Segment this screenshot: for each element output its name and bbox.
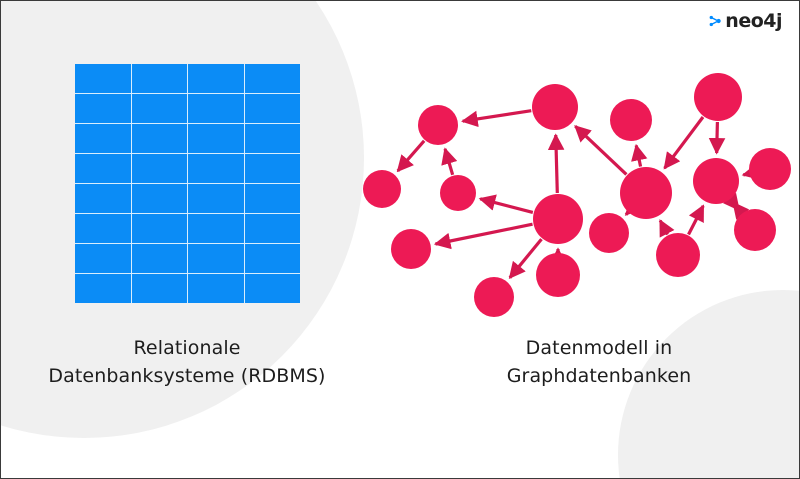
table-cell: [131, 184, 187, 213]
table-cell: [188, 184, 244, 213]
graph-node: [532, 84, 578, 130]
caption-relational: Relationale Datenbanksysteme (RDBMS): [1, 334, 373, 390]
neo4j-connected-dots-icon: [709, 15, 722, 27]
table-cell: [131, 124, 187, 153]
neo4j-wordmark: neo4j: [725, 9, 782, 32]
table-cell: [75, 184, 131, 213]
table-cell: [188, 274, 244, 303]
table-cell: [131, 244, 187, 273]
graph-edge: [741, 163, 760, 180]
graph-node: [533, 194, 583, 244]
caption-graph-line1: Datenmodell in: [525, 337, 673, 359]
table-cell: [244, 94, 300, 123]
graph-edge: [433, 222, 533, 250]
table-cell: [244, 154, 300, 183]
graph-edge: [687, 204, 705, 236]
table-cell: [244, 64, 300, 93]
graph-node: [536, 253, 580, 297]
graph-node: [656, 233, 700, 277]
graph-node: [610, 99, 652, 141]
table-cell: [188, 244, 244, 273]
table-cell: [131, 64, 187, 93]
graph-edge: [478, 194, 534, 215]
graph-edge: [624, 198, 643, 216]
relational-table-graphic: [75, 64, 300, 303]
graph-node: [363, 170, 401, 208]
table-cell: [131, 154, 187, 183]
table-cell: [188, 154, 244, 183]
table-cell: [75, 244, 131, 273]
graph-node: [734, 209, 776, 251]
table-cell: [131, 214, 187, 243]
caption-graph-line2: Graphdatenbanken: [506, 365, 692, 388]
table-cell: [188, 214, 244, 243]
neo4j-logo: neo4j: [709, 9, 782, 33]
graph-node: [474, 277, 514, 317]
graph-node: [693, 158, 739, 204]
table-cell: [75, 214, 131, 243]
table-cell: [75, 154, 131, 183]
graph-edge-layer: [396, 109, 760, 279]
graph-edge: [441, 147, 458, 176]
table-cell: [244, 244, 300, 273]
graph-edge: [574, 125, 628, 176]
caption-relational-line2: Datenbanksysteme (RDBMS): [48, 365, 326, 388]
graph-node: [749, 148, 791, 190]
graph-edge: [508, 238, 543, 279]
table-cell: [75, 94, 131, 123]
caption-graph: Datenmodell in Graphdatenbanken: [399, 334, 799, 390]
caption-relational-line1: Relationale: [133, 337, 241, 359]
graph-edge: [732, 201, 750, 220]
graph-node: [620, 167, 672, 219]
table-cell: [75, 274, 131, 303]
table-cell: [75, 64, 131, 93]
table-cell: [75, 124, 131, 153]
graph-model-graphic: [363, 73, 791, 317]
graph-edge: [631, 143, 648, 167]
table-cell: [131, 274, 187, 303]
table-cell: [131, 94, 187, 123]
table-cell: [244, 214, 300, 243]
table-cell: [244, 184, 300, 213]
table-cell: [244, 274, 300, 303]
graph-edge: [658, 219, 675, 238]
graph-node-layer: [363, 73, 791, 317]
graph-edge: [396, 139, 426, 173]
graph-node: [391, 229, 431, 269]
table-cell: [188, 124, 244, 153]
graph-edge: [547, 133, 565, 194]
graph-edge: [461, 109, 532, 128]
table-cell: [188, 64, 244, 93]
graph-edge: [708, 121, 726, 155]
table-cell: [244, 124, 300, 153]
graph-node: [440, 175, 476, 211]
table-cell: [188, 94, 244, 123]
graph-node: [418, 105, 458, 145]
graph-edge: [663, 116, 705, 170]
graph-node: [589, 213, 629, 253]
graph-node: [694, 73, 742, 121]
